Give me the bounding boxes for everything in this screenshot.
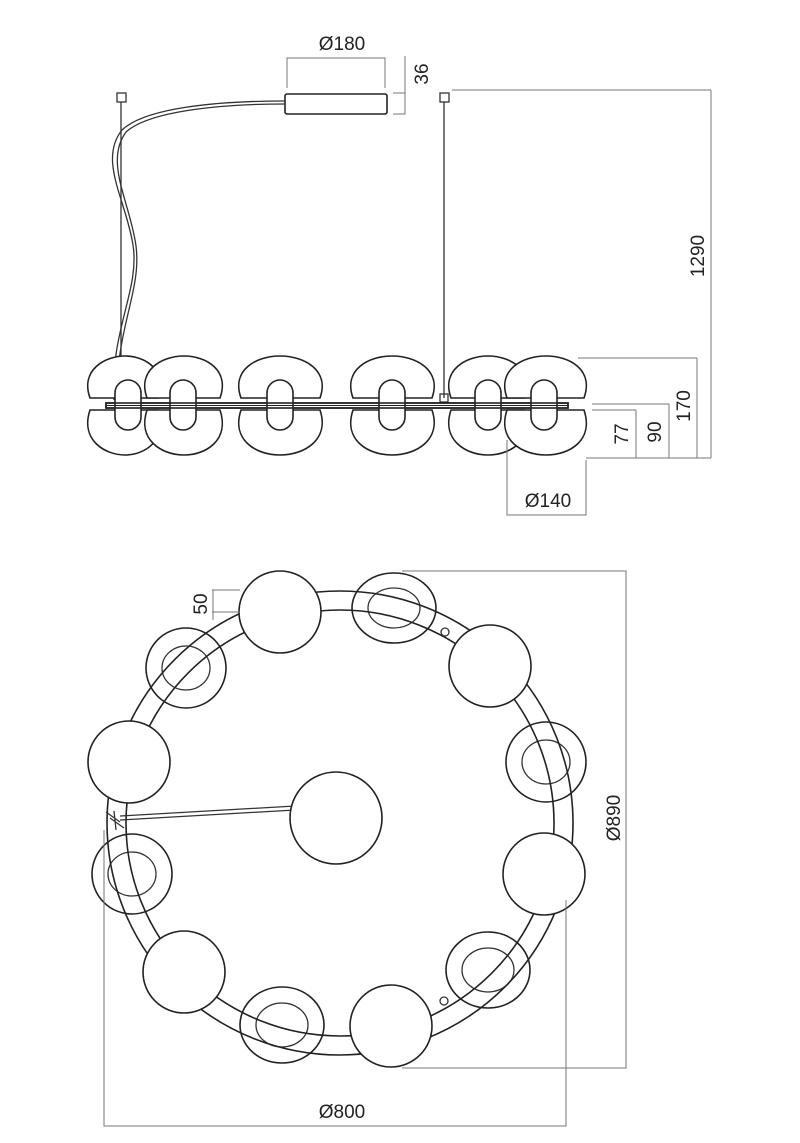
shade-diameter-label: Ø140 bbox=[525, 491, 571, 512]
canopy-height-dimension-line bbox=[393, 92, 406, 115]
canopy-plan bbox=[289, 771, 383, 865]
canopy-width-dimension-line bbox=[286, 57, 386, 88]
shade-height-label: 77 bbox=[612, 423, 633, 444]
overall-height-label: 1290 bbox=[688, 235, 709, 277]
mounting-hole bbox=[439, 996, 449, 1006]
power-cord bbox=[111, 100, 286, 401]
canopy-diameter-label: Ø180 bbox=[319, 34, 365, 55]
right-suspension-clip bbox=[439, 92, 450, 103]
cable-clamp bbox=[105, 810, 125, 831]
ring-diameter-label: Ø800 bbox=[319, 1102, 365, 1123]
ring-outer-edge bbox=[106, 590, 574, 1056]
outer-diameter-label: Ø890 bbox=[604, 795, 625, 841]
plan-lower-shades bbox=[91, 572, 587, 1064]
left-suspension-clip bbox=[116, 92, 127, 103]
side-elevation-view: Ø180 36 bbox=[87, 34, 712, 516]
upper-shades bbox=[87, 355, 587, 399]
lower-shades bbox=[87, 409, 587, 456]
canopy bbox=[284, 93, 388, 115]
lower-height-label: 90 bbox=[645, 421, 666, 442]
mounting-hole bbox=[440, 627, 450, 637]
fixture-height-label: 170 bbox=[674, 390, 695, 422]
plan-view: 50 Ø890 Ø800 bbox=[87, 570, 627, 1127]
globe-offset-label: 50 bbox=[191, 593, 212, 614]
plan-globes bbox=[87, 570, 586, 1068]
canopy-height-label: 36 bbox=[412, 63, 433, 84]
ring-inner-edge bbox=[125, 609, 555, 1037]
